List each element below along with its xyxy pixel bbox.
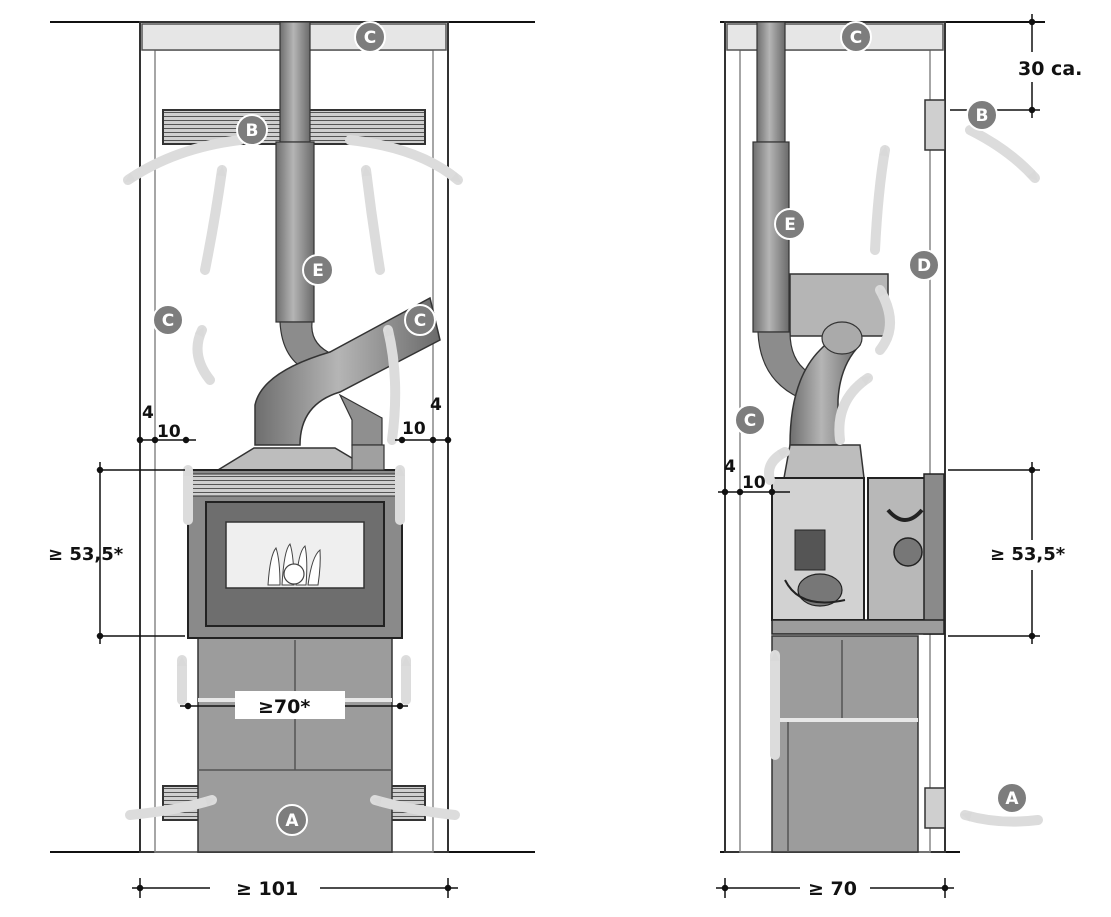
- dim-front-gap-10-right: 10: [402, 419, 426, 439]
- front-airflow-arrows: [123, 135, 463, 820]
- dim-label-bg: [800, 874, 870, 902]
- dim-front-gap-4-right: 4: [430, 395, 442, 415]
- dim-label-bg: [210, 874, 320, 902]
- svg-text:C: C: [162, 311, 174, 331]
- dim-front-inner-width: ≥70*: [258, 696, 310, 718]
- svg-text:E: E: [312, 261, 324, 281]
- side-upper-vent: [924, 99, 946, 151]
- svg-text:A: A: [1005, 789, 1019, 809]
- svg-text:C: C: [744, 411, 756, 431]
- side-flue-pipe: [752, 21, 863, 446]
- svg-text:D: D: [917, 256, 931, 276]
- dim-side-depth: ≥ 70: [808, 878, 857, 900]
- side-stove-door-frame: [923, 473, 945, 635]
- side-view: 30 ca. 4 10 ≥ 53,5* ≥ 70 C B E D C A: [716, 14, 1100, 902]
- svg-text:C: C: [364, 28, 376, 48]
- dim-label-bg: [1010, 52, 1100, 82]
- dim-side-gap-4: 4: [724, 457, 736, 477]
- svg-text:E: E: [784, 215, 796, 235]
- dim-side-gap-10: 10: [742, 473, 766, 493]
- badge-side-left-c: C: [734, 404, 766, 436]
- dim-front-height: ≥ 53,5*: [48, 544, 124, 565]
- badge-front-flue-e: E: [302, 254, 334, 286]
- front-flue-pipe: [254, 21, 441, 471]
- svg-text:B: B: [246, 121, 259, 141]
- badge-side-top-c: C: [840, 21, 872, 53]
- front-fireplace-top-band: [189, 473, 401, 497]
- front-fireplace-hood: [215, 447, 375, 471]
- side-lower-cabinet: [771, 635, 919, 853]
- badge-side-duct-d: D: [908, 249, 940, 281]
- dim-front-total-width: ≥ 101: [236, 878, 298, 900]
- dim-label-bg: [235, 691, 345, 719]
- badge-front-top-c: C: [354, 21, 386, 53]
- badge-front-grille-a: A: [276, 804, 308, 836]
- badge-front-right-c: C: [404, 304, 436, 336]
- dim-label-bg: [1000, 540, 1090, 570]
- svg-text:C: C: [850, 28, 862, 48]
- flame-icon: [267, 543, 321, 586]
- svg-text:A: A: [285, 811, 299, 831]
- svg-text:B: B: [976, 106, 989, 126]
- badge-front-left-c: C: [152, 304, 184, 336]
- side-lower-vent: [924, 787, 946, 829]
- badge-side-inlet-a: A: [996, 782, 1028, 814]
- side-stove-base: [771, 619, 945, 635]
- badge-side-vent-b: B: [966, 99, 998, 131]
- side-stove-handle: [886, 508, 924, 522]
- side-stove-mechanism: [784, 529, 846, 607]
- dim-side-top-gap: 30 ca.: [1018, 58, 1082, 80]
- side-airflow-arrows: [764, 125, 1043, 827]
- badge-front-grille-b: B: [236, 114, 268, 146]
- dim-front-gap-10-left: 10: [157, 422, 181, 442]
- dim-side-height: ≥ 53,5*: [990, 544, 1066, 565]
- badge-side-flue-e: E: [774, 208, 806, 240]
- front-view: 4 10 10 4 ≥ 53,5* ≥70* ≥ 101 C B C C E: [48, 21, 535, 902]
- svg-text:C: C: [414, 311, 426, 331]
- side-stove-knob: [893, 537, 923, 567]
- side-stove-hood: [783, 444, 865, 479]
- dim-front-gap-4-left: 4: [142, 403, 154, 423]
